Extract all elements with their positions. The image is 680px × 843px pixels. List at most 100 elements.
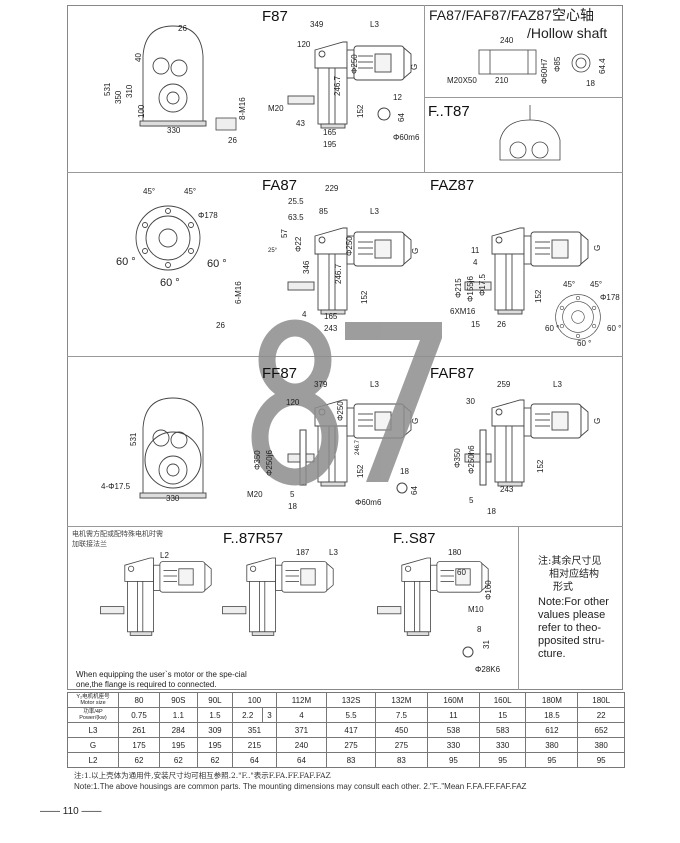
hollow-shaft-subtitle: /Hollow shaft: [527, 25, 608, 41]
table-cell: 380: [577, 737, 625, 753]
table-cell: 112M: [275, 692, 328, 708]
dim-label: 26: [228, 136, 237, 145]
hollow-shaft-drawing: [478, 49, 591, 75]
row-label: L2: [67, 752, 119, 768]
table-cell: 240: [275, 737, 328, 753]
dim-label: 379: [314, 380, 328, 389]
dim-label: 350: [114, 90, 123, 104]
table-cell: 1.5: [196, 707, 234, 723]
angle-label: 60 °: [207, 258, 227, 270]
page-number-value: 110: [62, 806, 79, 817]
table-cell: 309: [196, 722, 234, 738]
dim-label: 259: [497, 380, 511, 389]
dim-label: 246.7: [355, 439, 361, 455]
table-cell: 195: [159, 737, 198, 753]
side-note-en-2: values please: [538, 609, 606, 621]
dim-label: 531: [103, 82, 112, 96]
table-cell: 2.2: [232, 707, 264, 723]
dim-label: 349: [310, 20, 324, 29]
dim-label: M20X50: [447, 76, 477, 85]
table-cell: 95: [525, 752, 579, 768]
dim-label: 4: [302, 310, 307, 319]
table-cell: 22: [577, 707, 625, 723]
fa87-title: FA87: [262, 177, 298, 194]
dim-label: 195: [323, 140, 337, 149]
divider: [67, 356, 623, 357]
table-cell: 83: [374, 752, 428, 768]
table-cell: 1.1: [159, 707, 198, 723]
side-note-en-1: Note:For other: [538, 596, 609, 608]
dim-label: Φ178: [198, 211, 218, 220]
flange-unit-view: [100, 557, 212, 636]
dim-label: 30: [466, 397, 475, 406]
dim-label: 8-M16: [238, 97, 247, 120]
table-cell: 450: [374, 722, 428, 738]
table-cell: 95: [426, 752, 480, 768]
table-cell: 132M: [374, 692, 428, 708]
header-motor-size-en: Motor size: [80, 700, 106, 706]
table-cell: 215: [232, 737, 277, 753]
table-cell: 64: [232, 752, 277, 768]
dim-label: G: [593, 244, 602, 251]
row-label: G: [67, 737, 119, 753]
table-cell: 160M: [426, 692, 480, 708]
dim-label: 165: [324, 312, 338, 321]
dim-label: 18: [487, 507, 496, 516]
dim-label: 18: [586, 79, 595, 88]
dim-label: G: [411, 247, 420, 254]
table-cell: 652: [577, 722, 625, 738]
dim-label: L3: [553, 380, 562, 389]
table-cell: 160L: [478, 692, 527, 708]
dim-label: 85: [319, 207, 328, 216]
table-cell: 275: [326, 737, 376, 753]
table-cell: 417: [326, 722, 376, 738]
dim-label: Φ60m6: [393, 133, 420, 142]
faz87-title: FAZ87: [430, 177, 475, 194]
dim-label: 60 °: [577, 339, 592, 348]
dim-label: 240: [500, 36, 514, 45]
watermark-87: [251, 319, 442, 486]
dim-label: 26: [216, 321, 225, 330]
table-cell: 583: [478, 722, 527, 738]
table-cell: 538: [426, 722, 480, 738]
dim-label: L2: [160, 551, 169, 560]
divider: [424, 97, 623, 98]
divider: [67, 526, 623, 527]
divider: [67, 172, 623, 173]
dim-label: L3: [329, 548, 338, 557]
dim-label: 210: [495, 76, 509, 85]
dim-label: Φ160: [484, 580, 493, 600]
divider: [518, 526, 519, 690]
dim-label: 229: [325, 184, 339, 193]
f87-thread-detail: [215, 117, 237, 131]
dim-label: L3: [370, 207, 379, 216]
dim-label: 5: [469, 496, 474, 505]
side-note-en-5: cture.: [538, 648, 566, 660]
table-cell: 64: [275, 752, 328, 768]
dim-label: 310: [125, 84, 134, 98]
faf87-side-view: [464, 399, 589, 487]
dim-label: 6XM16: [450, 307, 476, 316]
table-cell: 261: [117, 722, 161, 738]
dim-label: 60: [457, 568, 466, 577]
table-cell: 132S: [326, 692, 376, 708]
dim-label: Φ28K6: [475, 665, 501, 674]
table-cell: 5.5: [326, 707, 376, 723]
table-cell: 330: [478, 737, 527, 753]
f87-shaft-end: [377, 107, 391, 121]
row-label: L3: [67, 722, 119, 738]
flange-note-en-2: one,the flange is required to connected.: [76, 680, 217, 689]
dim-label: 18: [400, 467, 409, 476]
ft87-front-view: [499, 105, 561, 161]
dim-label: 64.4: [598, 58, 607, 74]
dim-label: 180: [448, 548, 462, 557]
ff87-shaft-end: [396, 482, 408, 494]
dim-label: Φ85: [553, 56, 562, 72]
dim-label: Φ250: [345, 236, 354, 256]
